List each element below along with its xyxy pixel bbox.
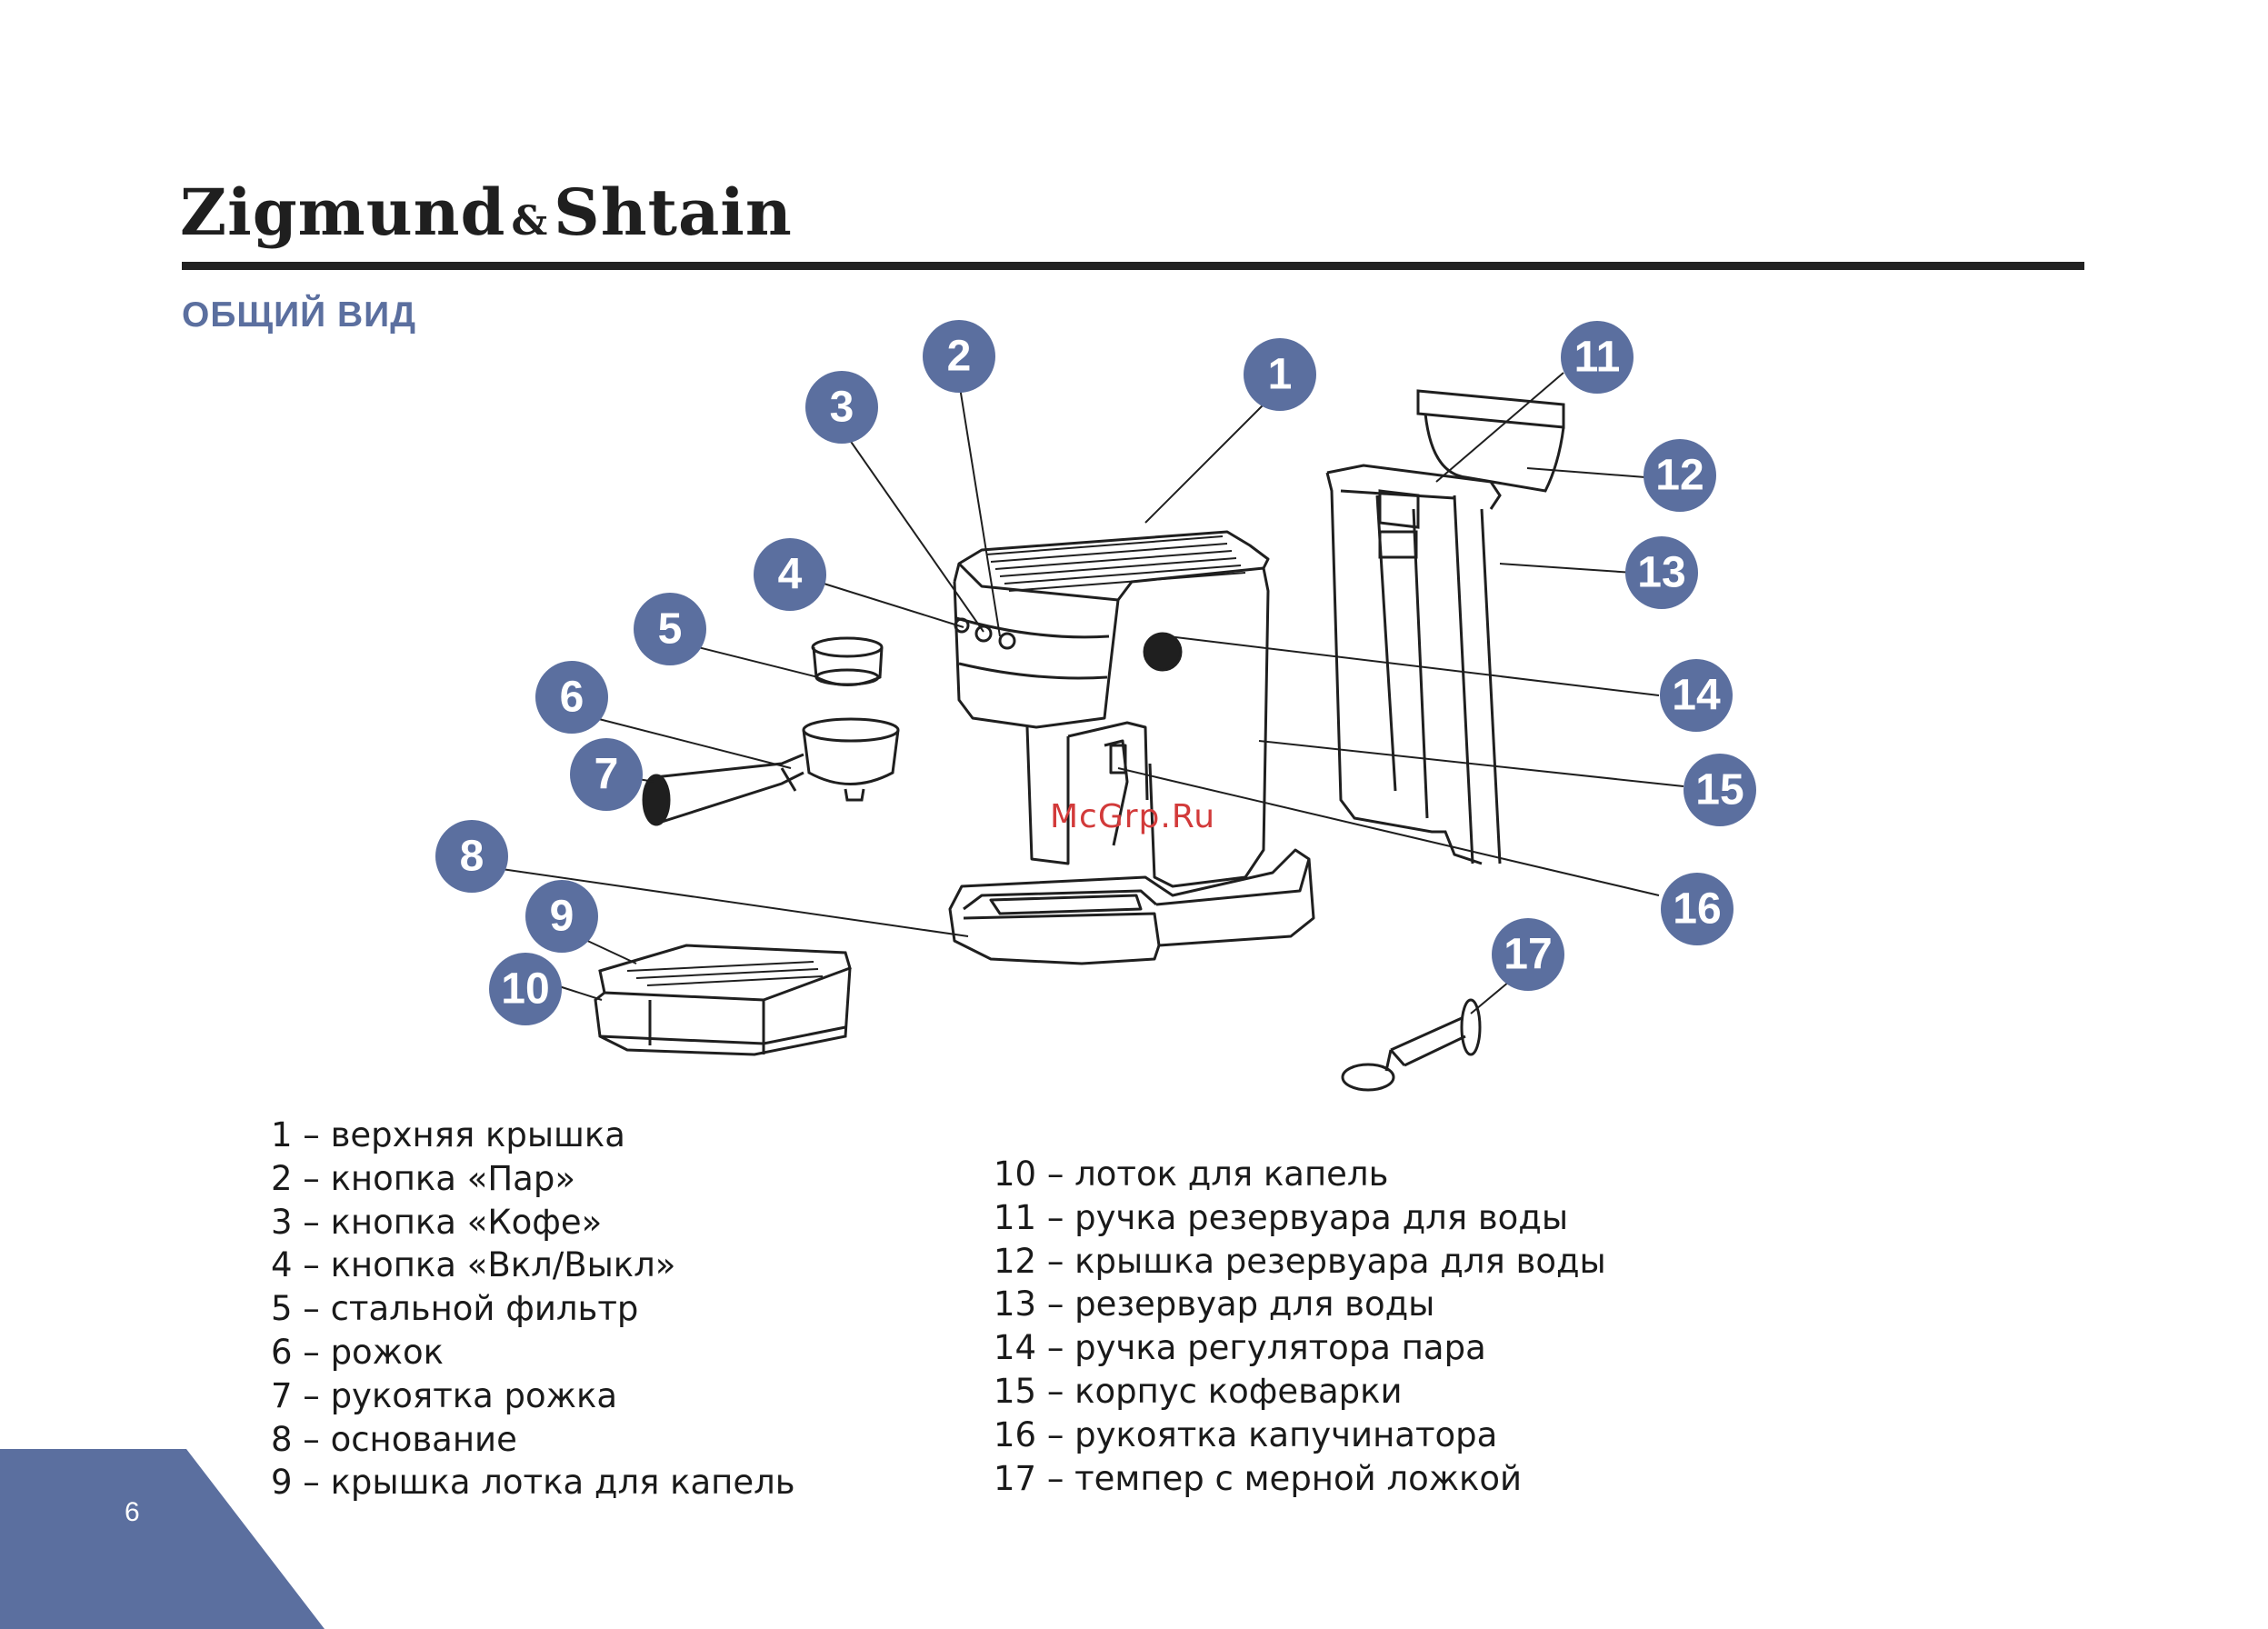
legend-item: 4 – кнопка «Вкл/Выкл» xyxy=(271,1245,676,1285)
callout-number-17: 17 xyxy=(1504,931,1552,979)
callout-circle-15 xyxy=(1684,754,1756,826)
callout-circle-3 xyxy=(805,371,878,444)
callout-circle-16 xyxy=(1661,873,1733,945)
callout-circle-11 xyxy=(1561,321,1634,394)
callout-number-13: 13 xyxy=(1637,549,1685,597)
callout-number-2: 2 xyxy=(947,333,972,381)
callout-circle-8 xyxy=(435,820,508,893)
legend-item: 17 – темпер с мерной ложкой xyxy=(994,1458,1523,1498)
callout-number-8: 8 xyxy=(460,833,485,881)
callout-number-5: 5 xyxy=(658,605,683,654)
callout-circle-10 xyxy=(489,953,562,1025)
callout-circle-14 xyxy=(1660,659,1733,732)
legend-item: 3 – кнопка «Кофе» xyxy=(271,1202,603,1242)
leader-line-14 xyxy=(1167,635,1660,696)
page-corner-band xyxy=(0,1449,325,1629)
header-rule xyxy=(182,262,2084,270)
leader-line-1 xyxy=(1144,399,1269,524)
legend-item: 7 – рукоятка рожка xyxy=(271,1375,618,1415)
leader-line-4 xyxy=(817,581,964,628)
leader-line-12 xyxy=(1526,467,1646,478)
watermark: McGrp.Ru xyxy=(1050,798,1215,835)
callout-circle-9 xyxy=(525,880,598,953)
steel-filter-illustration xyxy=(811,636,884,686)
callout-circle-2 xyxy=(923,320,995,393)
water-tank-illustration xyxy=(1325,389,1565,865)
legend-item: 16 – рукоятка капучинатора xyxy=(994,1414,1498,1454)
leader-line-13 xyxy=(1499,563,1634,574)
callout-number-12: 12 xyxy=(1655,452,1703,500)
callout-circle-17 xyxy=(1492,918,1564,991)
callout-number-1: 1 xyxy=(1268,351,1293,399)
callout-circle-5 xyxy=(634,593,706,665)
legend-item: 5 – стальной фильтр xyxy=(271,1289,639,1329)
legend-item: 2 – кнопка «Пар» xyxy=(271,1158,575,1198)
callout-number-7: 7 xyxy=(594,751,619,799)
callout-circle-1 xyxy=(1244,338,1316,411)
legend-item: 12 – крышка резервуара для воды xyxy=(994,1241,1606,1281)
coffee-machine-illustration xyxy=(948,530,1315,965)
legend-item: 9 – крышка лотка для капель xyxy=(271,1463,795,1503)
legend-right-column: 10 – лоток для капель 11 – ручка резерву… xyxy=(994,1153,1606,1500)
callout-circle-6 xyxy=(535,661,608,734)
callout-number-16: 16 xyxy=(1673,885,1721,934)
leader-line-16 xyxy=(1117,767,1660,896)
callout-number-14: 14 xyxy=(1672,672,1721,720)
brand-name-left: Zigmund xyxy=(180,175,506,250)
leader-line-17 xyxy=(1470,981,1510,1014)
leader-line-8 xyxy=(495,867,969,937)
legend-item: 14 – ручка регулятора пара xyxy=(994,1328,1486,1368)
callout-number-9: 9 xyxy=(550,893,574,941)
leader-line-3 xyxy=(840,426,984,633)
brand-ampersand: & xyxy=(511,198,549,245)
callout-circle-7 xyxy=(570,738,643,811)
leader-line-5 xyxy=(690,645,819,678)
callout-number-3: 3 xyxy=(830,384,854,432)
legend-item: 13 – резервуар для воды xyxy=(994,1284,1435,1324)
legend-item: 15 – корпус кофеварки xyxy=(994,1371,1403,1411)
callout-number-10: 10 xyxy=(501,965,549,1014)
callout-circle-12 xyxy=(1644,439,1716,512)
legend-item: 8 – основание xyxy=(271,1419,517,1459)
callout-circle-4 xyxy=(754,538,826,611)
callout-number-11: 11 xyxy=(1574,334,1621,382)
legend-item: 6 – рожок xyxy=(271,1332,445,1372)
page-number: 6 xyxy=(125,1497,140,1527)
leader-line-2 xyxy=(958,381,1001,637)
drip-tray-illustration xyxy=(594,944,852,1056)
callout-number-4: 4 xyxy=(778,551,803,599)
callout-number-15: 15 xyxy=(1695,766,1743,814)
callout-number-6: 6 xyxy=(560,674,584,722)
leader-line-6 xyxy=(594,717,792,769)
legend-left-column: 1 – верхняя крышка 2 – кнопка «Пар» 3 – … xyxy=(271,1114,795,1504)
callout-circle-13 xyxy=(1625,536,1698,609)
section-title: ОБЩИЙ ВИД xyxy=(182,295,416,335)
leader-line-11 xyxy=(1435,372,1564,483)
leader-lines xyxy=(495,372,1684,1014)
legend-item: 11 – ручка резервуара для воды xyxy=(994,1197,1569,1237)
portafilter-illustration xyxy=(642,717,900,826)
brand-logo: Zigmund&Shtain xyxy=(180,175,793,250)
legend-item: 1 – верхняя крышка xyxy=(271,1115,625,1154)
legend-item: 10 – лоток для капель xyxy=(994,1154,1389,1194)
leader-line-15 xyxy=(1258,740,1684,787)
leader-line-10 xyxy=(558,985,603,1001)
brand-name-right: Shtain xyxy=(554,175,793,250)
tamper-spoon-illustration xyxy=(1341,998,1482,1092)
